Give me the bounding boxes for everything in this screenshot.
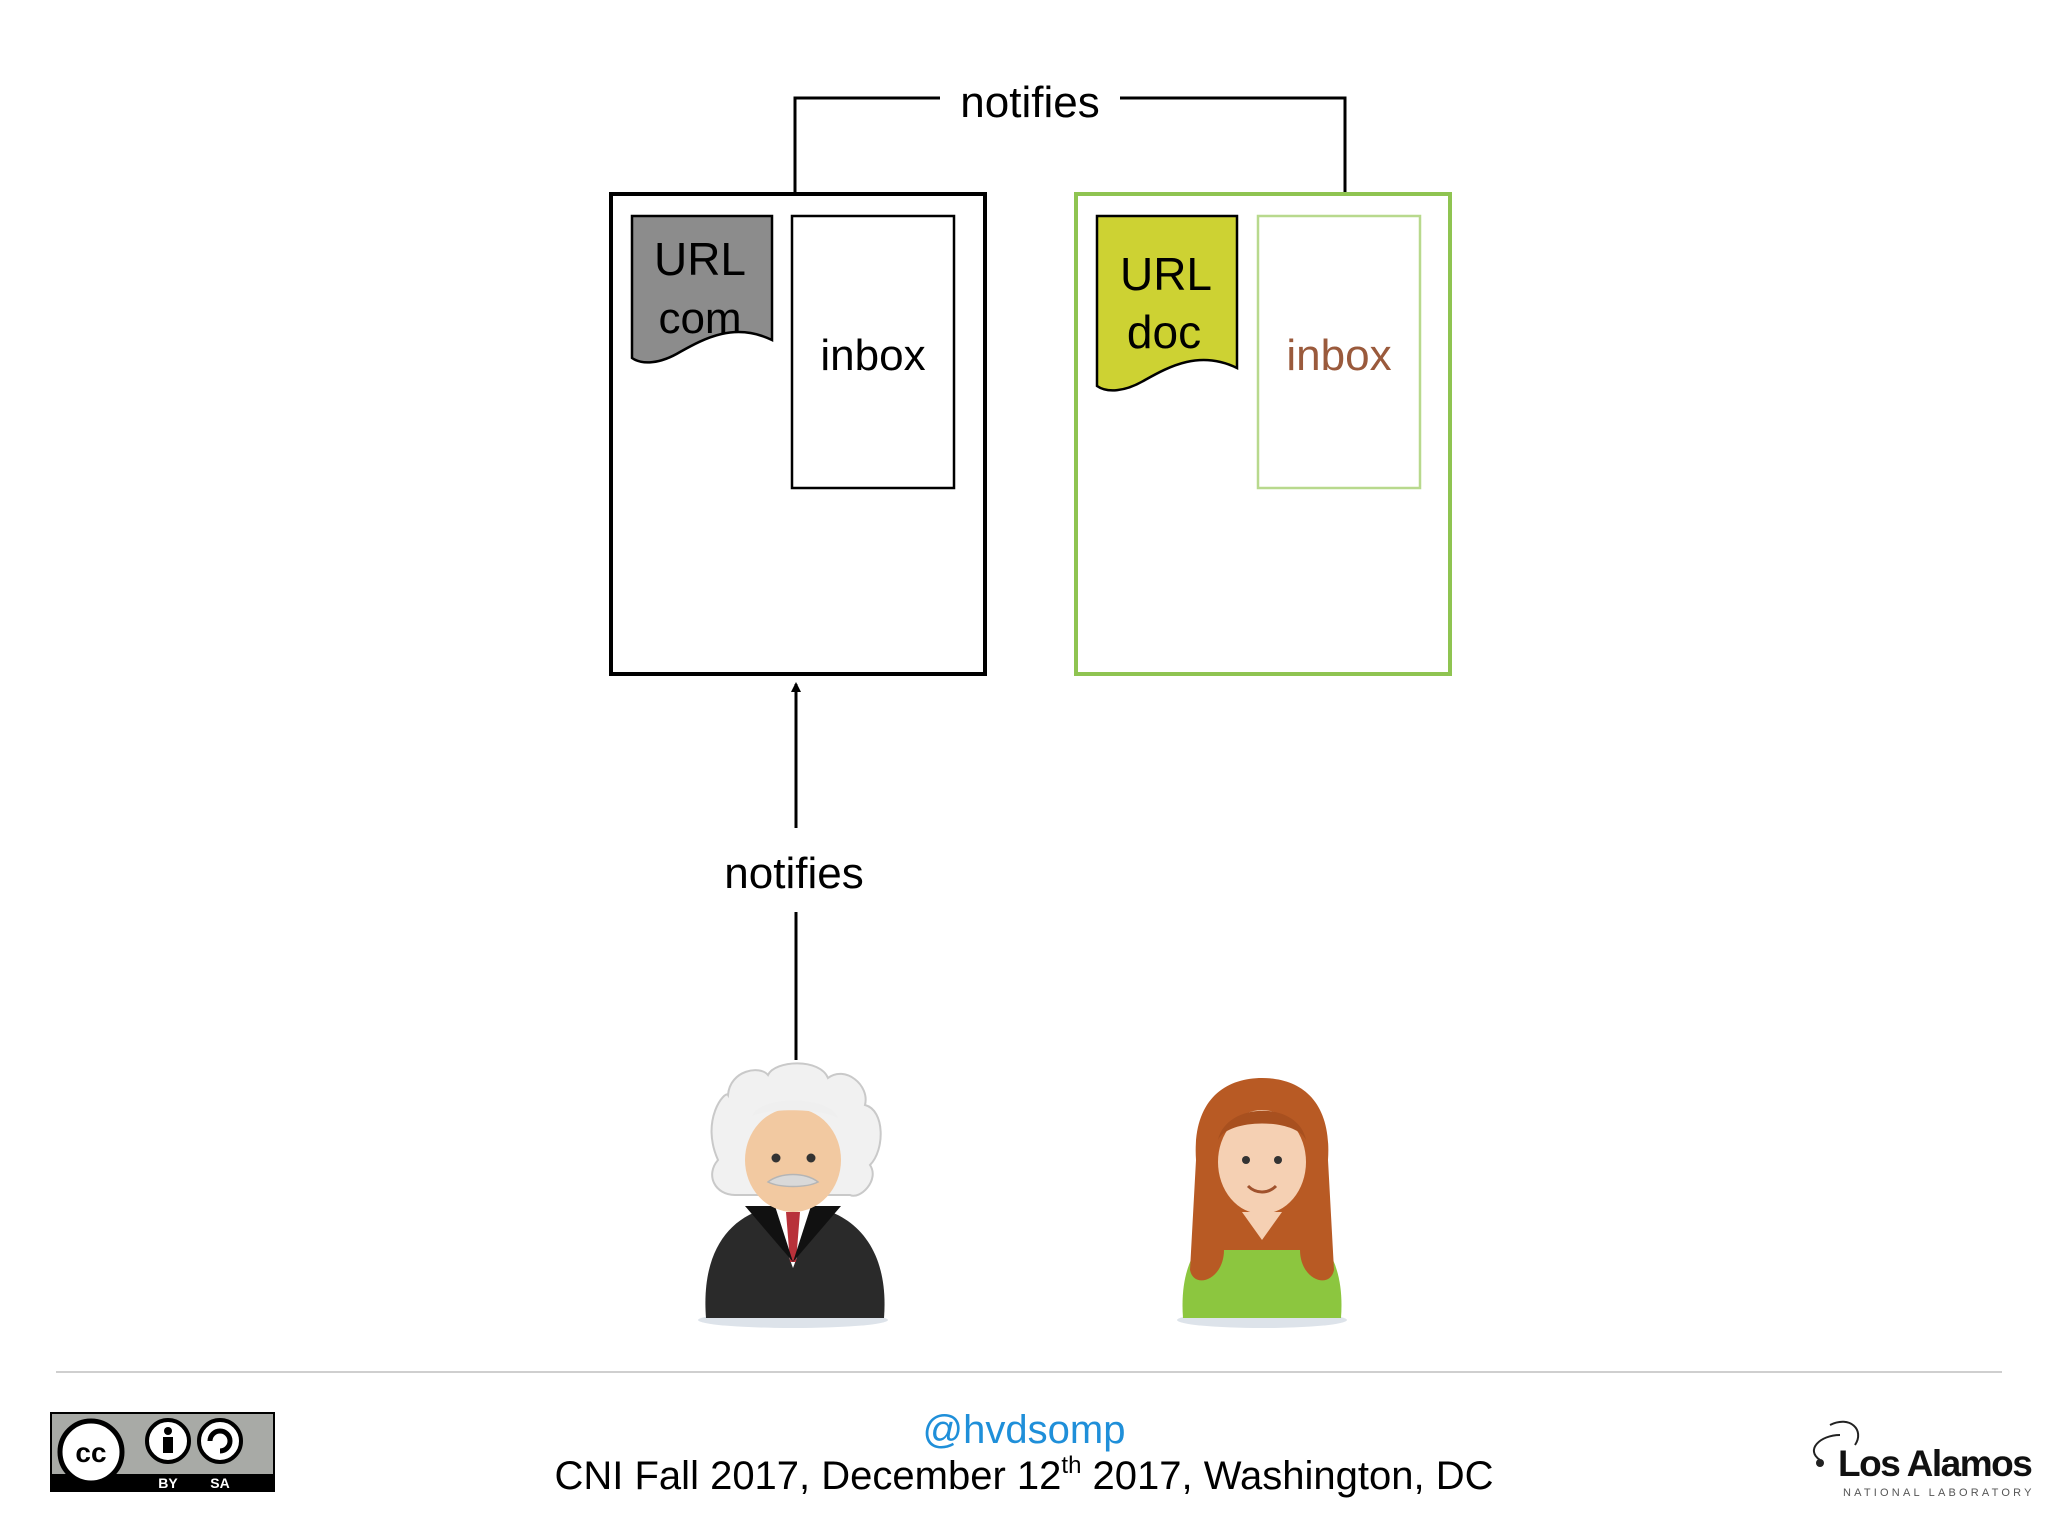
conference-sup: th — [1061, 1452, 1082, 1479]
los-alamos-logo: Los Alamos NATIONAL LABORATORY — [1800, 1405, 2040, 1505]
license-by-label: BY — [158, 1475, 178, 1491]
einstein-avatar-icon — [698, 1062, 888, 1328]
left-inbox-label: inbox — [820, 331, 925, 380]
conference-info: CNI Fall 2017, December 12th 2017, Washi… — [0, 1454, 2048, 1499]
atom-orbit-icon — [1812, 1420, 1860, 1467]
top-notify-connector — [793, 96, 1345, 200]
cc-by-sa-license-icon: cc BY SA — [50, 1412, 275, 1492]
svg-text:cc: cc — [75, 1437, 106, 1468]
license-sa-label: SA — [210, 1475, 229, 1491]
conference-suffix: 2017, Washington, DC — [1081, 1454, 1494, 1498]
left-doc-icon — [630, 214, 774, 364]
bottom-notify-label: notifies — [724, 849, 863, 898]
top-notify-label: notifies — [960, 78, 1099, 127]
right-doc-line2: doc — [1127, 306, 1201, 358]
org-subtitle: NATIONAL LABORATORY — [1843, 1487, 2035, 1499]
left-doc-line2: com — [658, 294, 741, 343]
right-doc-icon — [1095, 214, 1239, 392]
right-inbox-label: inbox — [1286, 331, 1391, 380]
footer-divider — [56, 1371, 2002, 1373]
woman-avatar-icon — [1177, 1078, 1347, 1328]
right-doc-line1: URL — [1120, 248, 1212, 300]
conference-prefix: CNI Fall 2017, December 12 — [554, 1454, 1062, 1498]
org-name: Los Alamos — [1838, 1443, 2033, 1484]
left-inbox — [790, 214, 956, 490]
right-inbox — [1256, 214, 1422, 490]
twitter-handle[interactable]: @hvdsomp — [922, 1408, 1126, 1452]
left-doc-line1: URL — [654, 233, 746, 285]
